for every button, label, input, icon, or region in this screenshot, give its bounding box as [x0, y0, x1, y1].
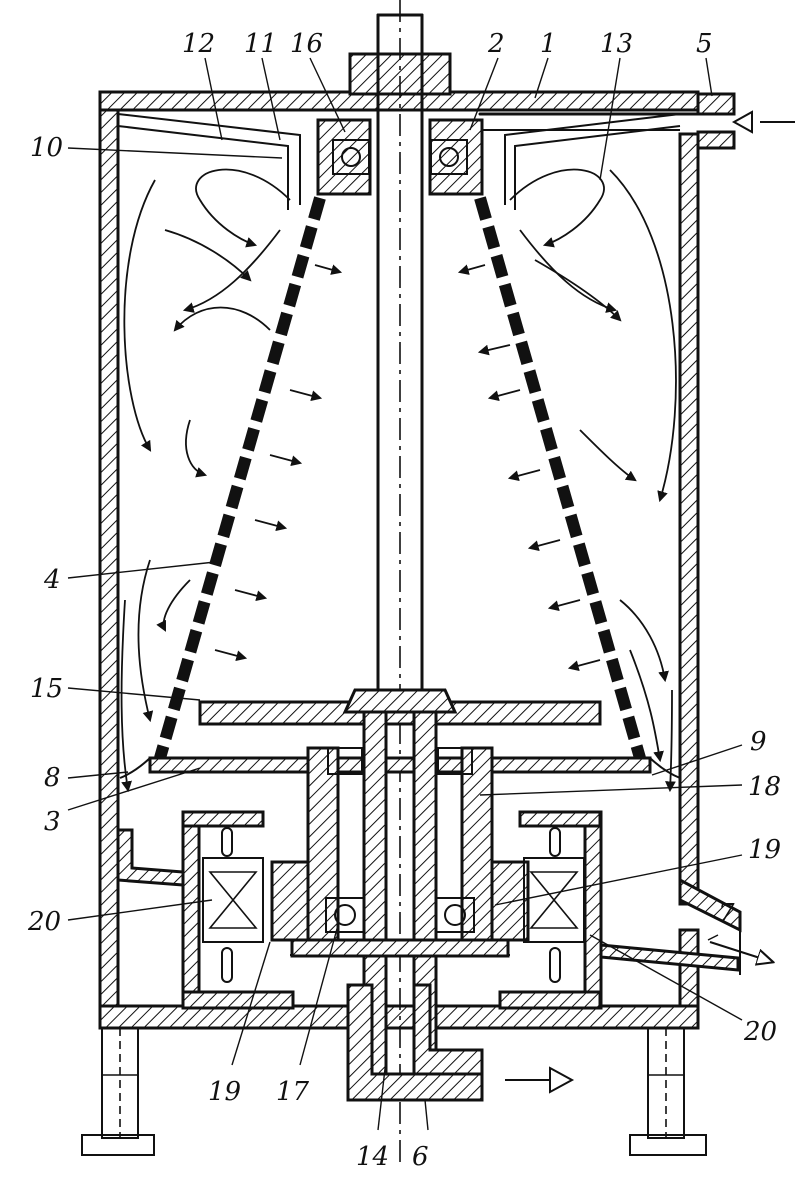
- label-17: 17: [276, 1077, 310, 1107]
- label-4: 4: [43, 565, 61, 595]
- label-7: 7: [718, 899, 735, 929]
- label-14: 14: [356, 1142, 389, 1172]
- right-wall-lower: [680, 930, 698, 1010]
- label-5: 5: [696, 29, 713, 59]
- label-2: 2: [487, 29, 505, 59]
- label-15: 15: [30, 674, 63, 704]
- label-13: 13: [600, 29, 633, 59]
- label-16: 16: [290, 29, 323, 59]
- left-wall: [100, 110, 118, 1010]
- label-20-left: 20: [27, 907, 61, 937]
- label-10: 10: [30, 133, 63, 163]
- distribution-channels: [118, 114, 680, 210]
- label-9: 9: [750, 727, 767, 757]
- label-8: 8: [44, 763, 61, 793]
- label-11: 11: [244, 29, 277, 59]
- leader-lines: [68, 58, 742, 1130]
- label-20-right: 20: [743, 1017, 777, 1047]
- label-3: 3: [44, 807, 61, 837]
- label-19-left: 19: [208, 1077, 241, 1107]
- label-19-right: 19: [748, 835, 781, 865]
- label-1: 1: [540, 29, 557, 59]
- right-wall: [680, 134, 698, 904]
- label-6: 6: [412, 1142, 429, 1172]
- label-18: 18: [748, 772, 781, 802]
- label-12: 12: [182, 29, 215, 59]
